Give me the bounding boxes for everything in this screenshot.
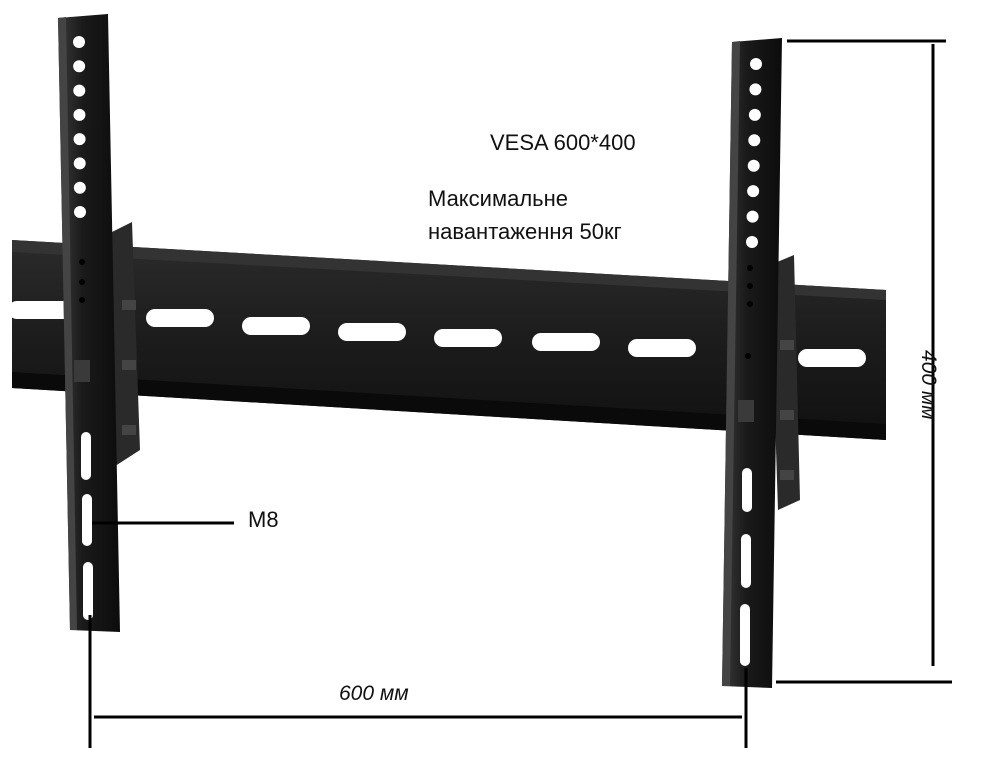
left-arm-latch [74,360,90,382]
max-load-line-1: Максимальне [428,186,569,211]
small-hole [79,259,85,265]
mount-hole [746,210,759,223]
arm-slot [741,534,751,588]
small-hole [747,265,753,271]
rail-slot [242,317,310,335]
height-dimension-label: 400 мм [917,350,940,420]
rail-slot [532,333,600,351]
rail-slot [628,339,696,357]
rail-slot [798,349,866,367]
arm-slot [82,494,92,546]
arm-slot [740,604,750,666]
arm-slot [83,562,93,620]
mount-hole [73,181,86,194]
small-hole [79,279,85,285]
dimension-lines [88,39,952,748]
right-arm-holes [745,58,762,359]
rail-slot [8,301,76,319]
arm-slot [742,468,752,512]
right-arm-slots [740,468,752,666]
mount-hole [746,236,758,248]
mount-hole [73,108,86,121]
right-vertical-arm [722,38,782,688]
mount-hole [748,108,761,121]
left-arm-edge [58,17,77,630]
mount-hole [749,83,762,96]
small-hole [745,353,751,359]
mount-hole [73,133,86,146]
vesa-label: VESA 600*400 [490,130,636,155]
rail-slot [146,309,214,327]
max-load-label: Максимальне навантаження 50кг [428,182,622,248]
rail-slot [338,323,406,341]
mount-hole [73,157,86,170]
mount-hole [747,159,760,172]
arm-slot [81,432,91,480]
left-arm-holes [73,36,86,303]
rail-slot [434,329,502,347]
mount-hole [73,60,86,73]
max-load-line-2: навантаження 50кг [428,219,622,244]
rail-top-edge [12,240,886,300]
mount-hole [73,36,85,48]
width-dimension-label: 600 мм [339,682,409,705]
small-hole [79,297,85,303]
left-vertical-arm [58,14,120,632]
left-arm-slots [81,432,93,620]
mount-hole [748,134,761,147]
right-arm-edge [722,41,740,686]
right-arm-latch [738,400,754,422]
small-hole [747,283,753,289]
mount-hole [747,185,760,198]
mount-hole [750,58,762,70]
bolt-size-label: M8 [248,507,279,532]
rail-bottom-edge [12,372,886,440]
small-hole [747,301,753,307]
mount-hole [74,206,86,218]
mount-hole [73,84,86,97]
rail-slots [8,301,866,367]
